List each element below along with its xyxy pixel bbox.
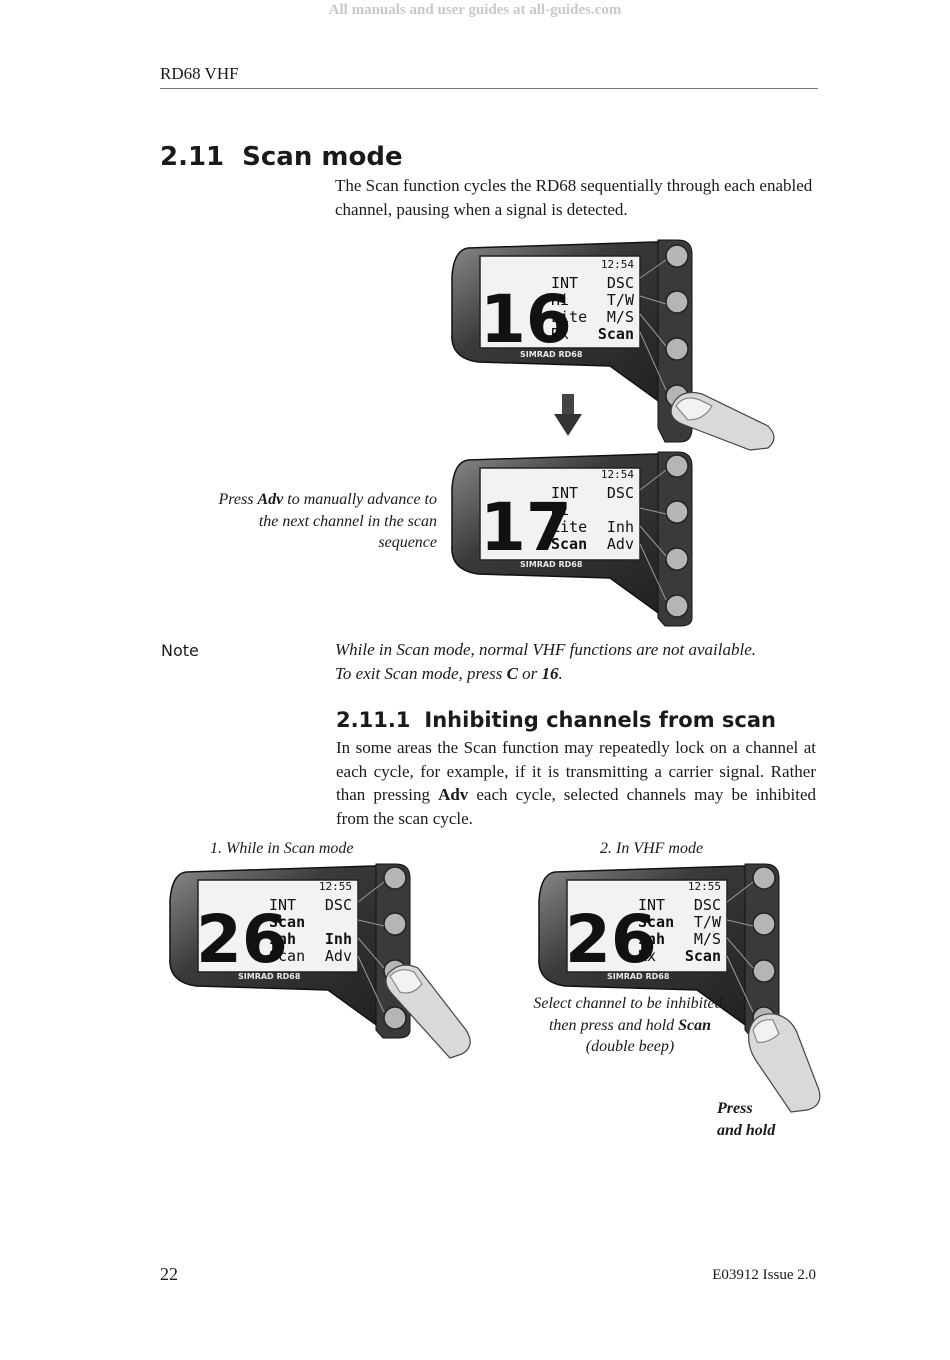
radio-display-ch16: 12:54 16 INT Hi Lite Rx DSC T/W M/S Scan… xyxy=(451,239,775,451)
lcd-time: 12:54 xyxy=(601,468,634,481)
section-number: 2.11 xyxy=(160,142,225,172)
soft-key-3[interactable] xyxy=(752,959,776,983)
lcd-left-4: Scan xyxy=(269,947,305,965)
down-arrow-icon xyxy=(554,394,582,436)
brand-label: SIMRAD RD68 xyxy=(520,560,583,569)
lcd-left-2: Scan xyxy=(638,913,674,931)
radio-display-ch26-scan: 12:55 26 INT Scan Inh Scan DSC Inh Adv S… xyxy=(169,863,471,1059)
lcd-right-1: DSC xyxy=(694,896,721,914)
soft-key-4[interactable] xyxy=(665,594,689,618)
lcd-right-3: M/S xyxy=(607,308,634,326)
soft-key-1[interactable] xyxy=(752,866,776,890)
lcd-left-2: Hi xyxy=(551,291,569,309)
press-hold-label: Press and hold xyxy=(717,1100,776,1139)
subsection-heading: 2.11.1 Inhibiting channels from scan xyxy=(336,708,776,732)
lcd-left-1: INT xyxy=(551,274,578,292)
section-title: Scan mode xyxy=(242,142,403,172)
lcd-channel: 17 xyxy=(480,489,572,566)
lcd-left-2: Scan xyxy=(269,913,305,931)
soft-key-2[interactable] xyxy=(665,290,689,314)
lcd-left-1: INT xyxy=(638,896,665,914)
lcd-time: 12:55 xyxy=(688,880,721,893)
lcd-left-1: INT xyxy=(551,484,578,502)
lcd-right-3: Inh xyxy=(325,930,352,948)
soft-key-4[interactable] xyxy=(383,1006,407,1030)
note-text: While in Scan mode, normal VHF functions… xyxy=(335,640,756,683)
radio-display-ch17: 12:54 17 INT Hi Lite Scan DSC Inh Adv SI… xyxy=(451,451,693,627)
page-number: 22 xyxy=(160,1264,178,1284)
lcd-left-3: Inh xyxy=(269,930,296,948)
intro-paragraph: The Scan function cycles the RD68 sequen… xyxy=(335,176,813,219)
lcd-channel: 16 xyxy=(480,281,572,358)
lcd-time: 12:54 xyxy=(601,258,634,271)
lcd-left-2: Hi xyxy=(551,501,569,519)
lcd-right-1: DSC xyxy=(607,484,634,502)
lcd-left-3: Lite xyxy=(551,518,587,536)
lcd-right-2: T/W xyxy=(607,291,635,309)
adv-caption: Press Adv to manually advance to the nex… xyxy=(218,491,438,551)
lcd-left-3: Lite xyxy=(551,308,587,326)
brand-label: SIMRAD RD68 xyxy=(520,350,583,359)
soft-key-2[interactable] xyxy=(383,912,407,936)
step1-caption: 1. While in Scan mode xyxy=(210,840,354,857)
soft-key-3[interactable] xyxy=(665,547,689,571)
soft-key-1[interactable] xyxy=(383,866,407,890)
note-label: Note xyxy=(161,641,199,660)
lcd-right-2: T/W xyxy=(694,913,722,931)
lcd-left-4: Scan xyxy=(551,535,587,553)
lcd-left-4: Rx xyxy=(551,325,569,343)
soft-key-1[interactable] xyxy=(665,244,689,268)
soft-key-1[interactable] xyxy=(665,454,689,478)
lcd-left-1: INT xyxy=(269,896,296,914)
section-heading: 2.11 Scan mode xyxy=(160,142,403,172)
lcd-time: 12:55 xyxy=(319,880,352,893)
document-reference: E03912 Issue 2.0 xyxy=(712,1267,816,1283)
lcd-right-1: DSC xyxy=(607,274,634,292)
brand-label: SIMRAD RD68 xyxy=(238,972,301,981)
step2-caption: 2. In VHF mode xyxy=(600,840,704,857)
header-rule xyxy=(160,88,818,89)
soft-key-3[interactable] xyxy=(665,337,689,361)
lcd-channel: 26 xyxy=(196,901,288,978)
select-channel-caption: Select channel to be inhibited, then pre… xyxy=(533,995,727,1055)
running-head: RD68 VHF xyxy=(160,64,239,83)
lcd-right-3: Inh xyxy=(607,518,634,536)
adv-key-label: Adv xyxy=(257,491,284,508)
soft-key-2[interactable] xyxy=(665,500,689,524)
subsection-title: Inhibiting channels from scan xyxy=(424,708,776,732)
finger-icon xyxy=(748,1013,821,1113)
lcd-left-3: Inh xyxy=(638,930,665,948)
lcd-right-4: Adv xyxy=(607,535,634,553)
lcd-left-4: Rx xyxy=(638,947,656,965)
inhibit-paragraph: In some areas the Scan function may repe… xyxy=(336,738,817,828)
lcd-right-4: Adv xyxy=(325,947,352,965)
finger-icon xyxy=(670,391,775,451)
lcd-right-4: Scan xyxy=(685,947,721,965)
lcd-right-4: Scan xyxy=(598,325,634,343)
subsection-number: 2.11.1 xyxy=(336,708,411,732)
lcd-channel: 26 xyxy=(565,901,657,978)
watermark: All manuals and user guides at all-guide… xyxy=(328,2,622,18)
finger-icon xyxy=(385,964,471,1059)
brand-label: SIMRAD RD68 xyxy=(607,972,670,981)
radio-display-ch26-vhf: 12:55 26 INT Scan Inh Rx DSC T/W M/S Sca… xyxy=(538,863,821,1113)
lcd-right-3: M/S xyxy=(694,930,721,948)
soft-key-2[interactable] xyxy=(752,912,776,936)
lcd-right-1: DSC xyxy=(325,896,352,914)
